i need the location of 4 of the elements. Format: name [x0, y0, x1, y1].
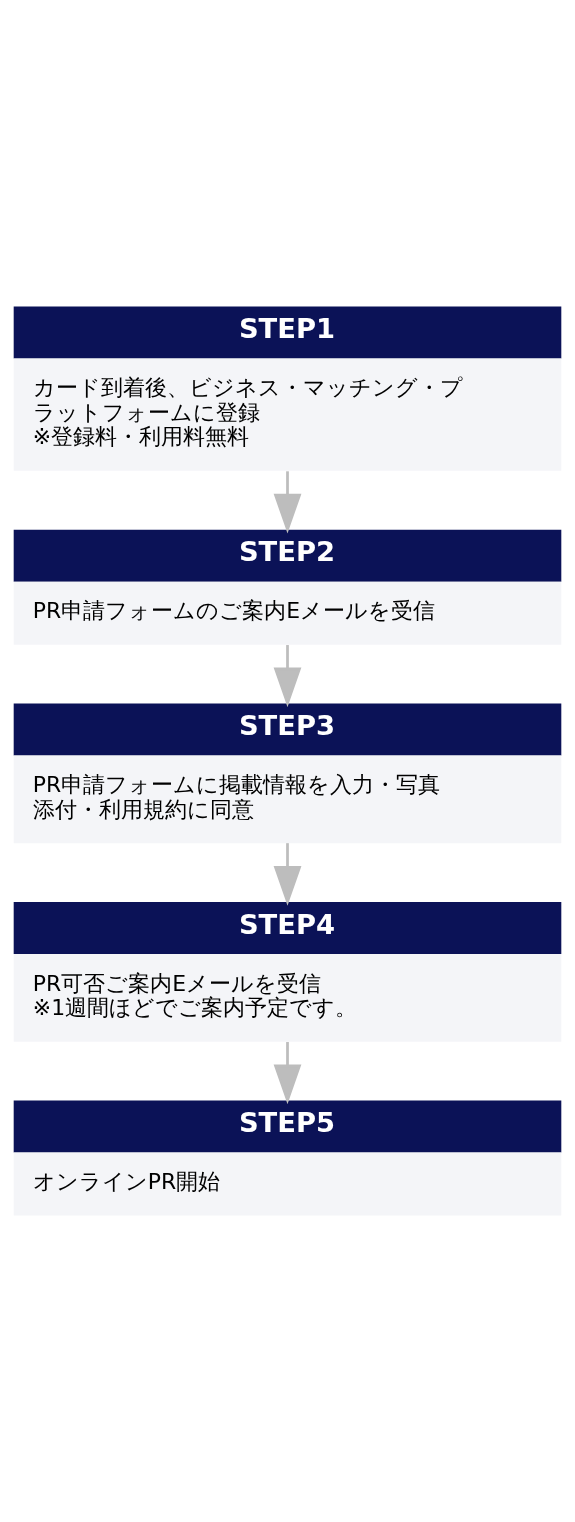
arrow [273, 471, 302, 534]
arrow [273, 1042, 302, 1105]
arrow [273, 645, 302, 708]
arrow [273, 843, 302, 906]
